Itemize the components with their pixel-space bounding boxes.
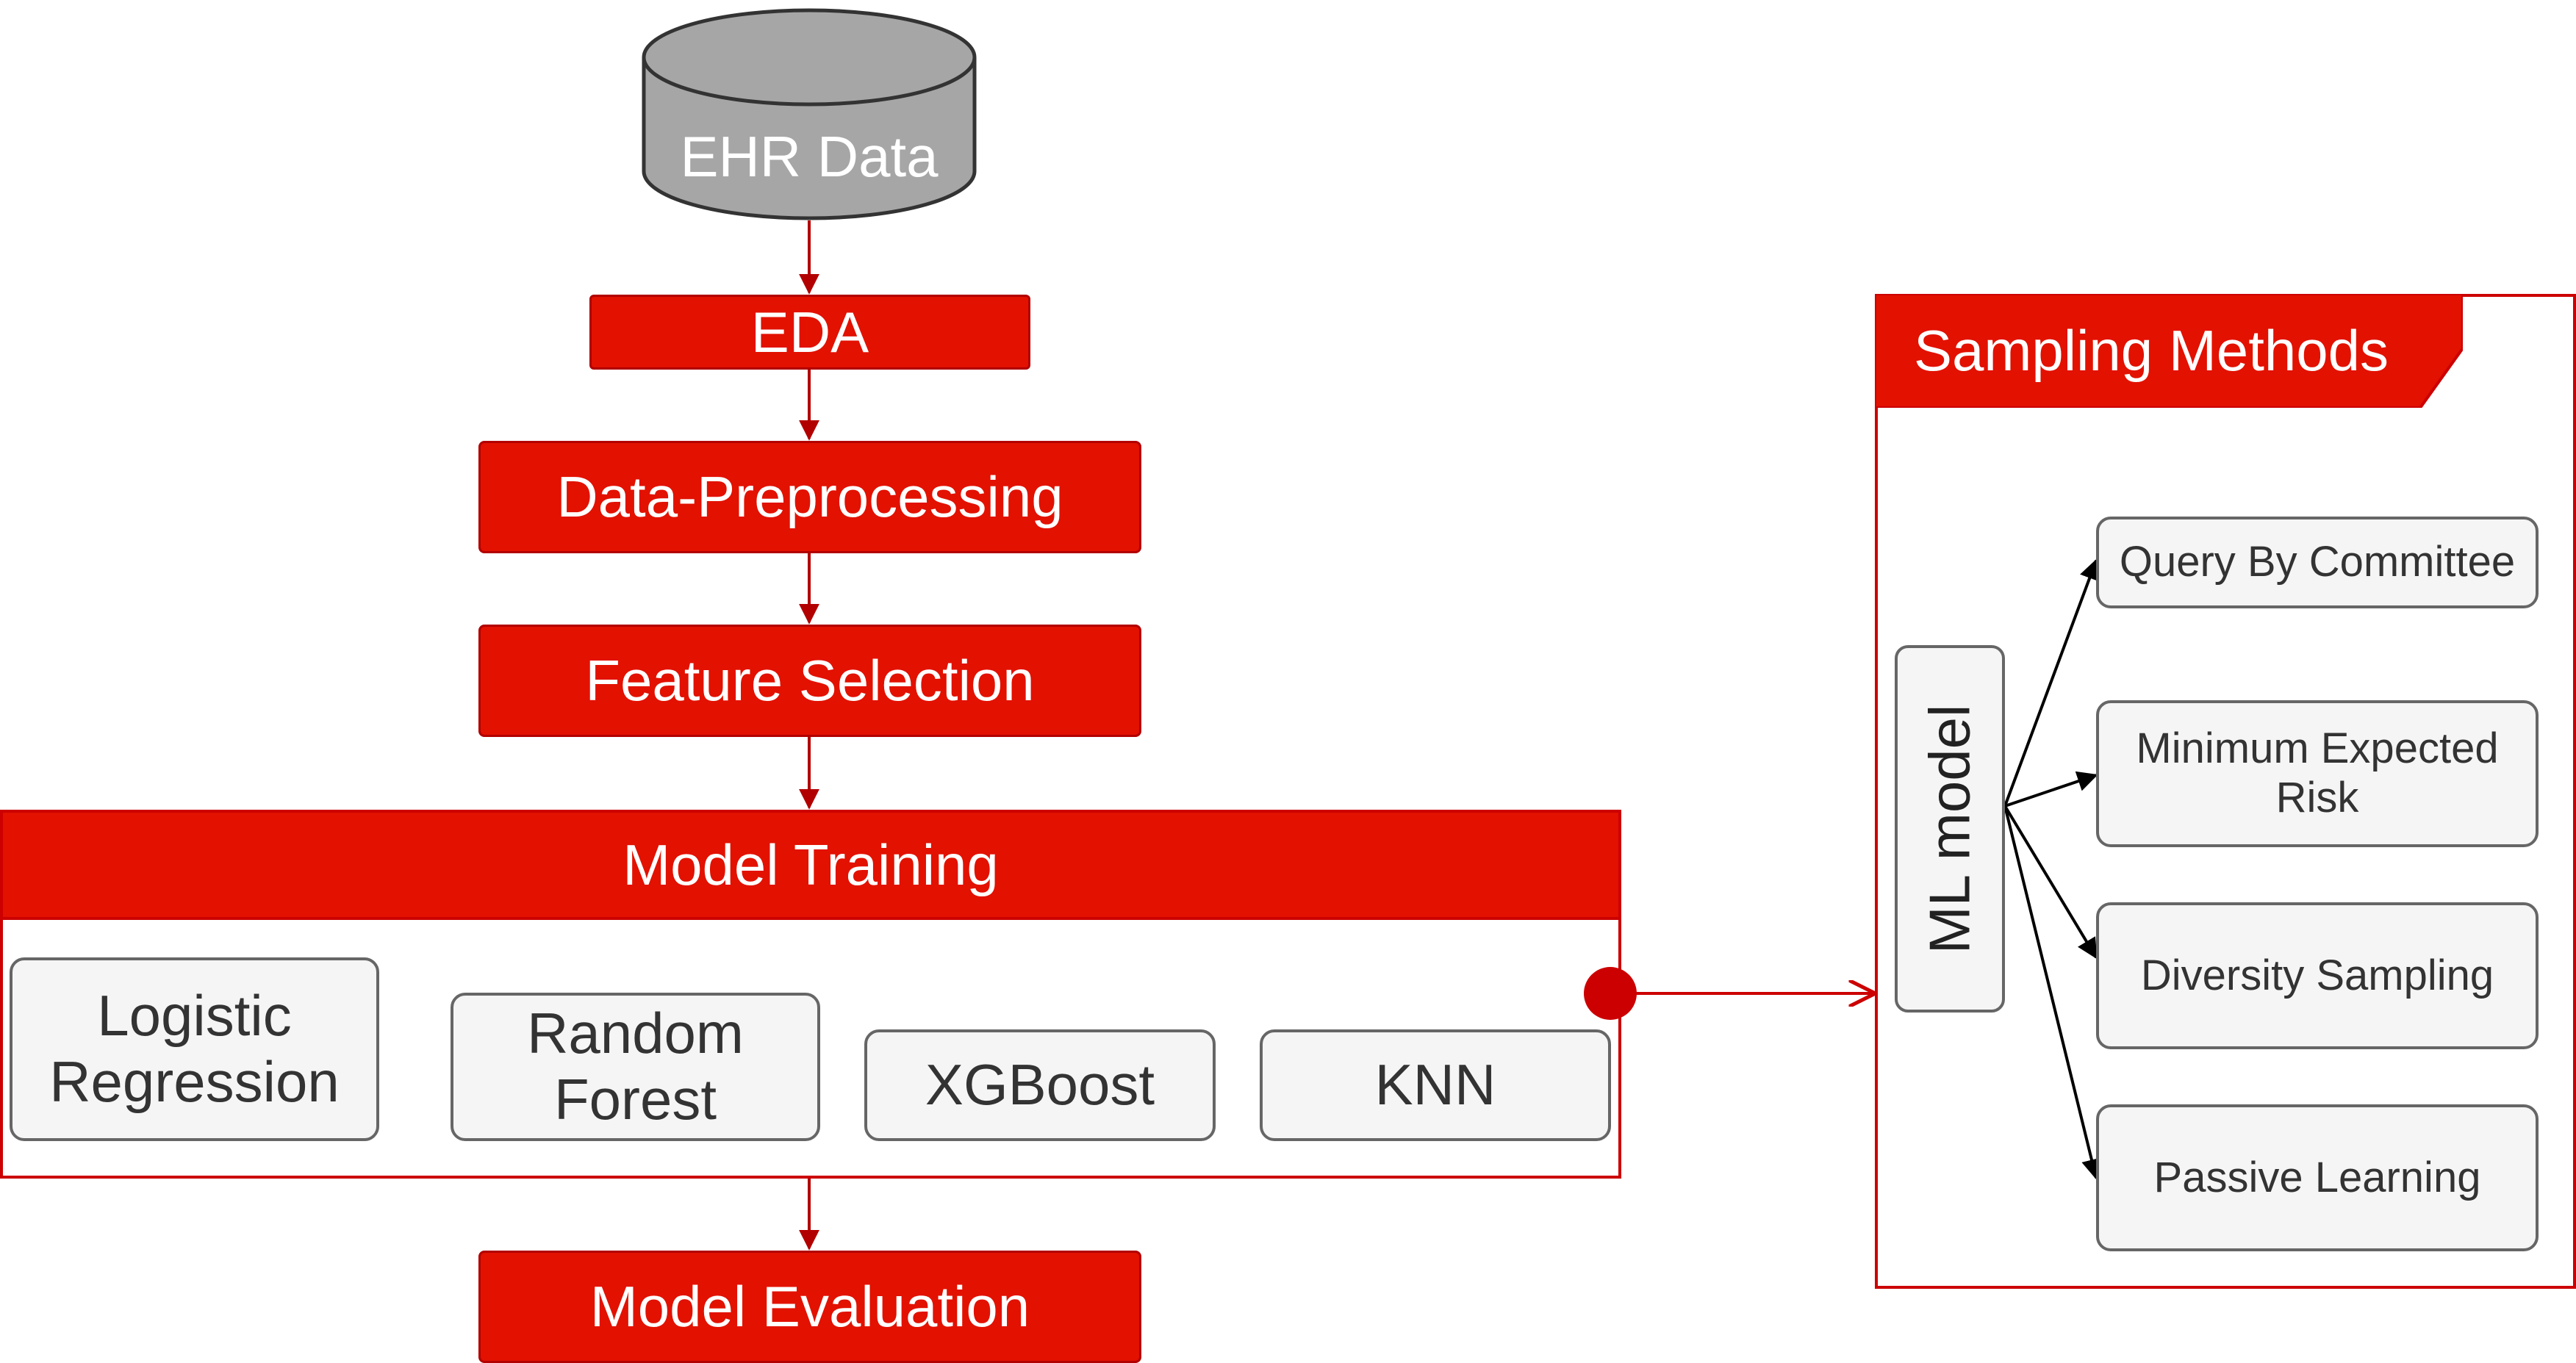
model-training-header: Model Training bbox=[0, 810, 1621, 920]
arrow-ml-to-diversity bbox=[2003, 805, 2098, 960]
method-diversity-sampling: Diversity Sampling bbox=[2096, 902, 2539, 1049]
model-logistic-regression: Logistic Regression bbox=[10, 957, 379, 1141]
model-knn: KNN bbox=[1260, 1029, 1611, 1141]
model-xgboost: XGBoost bbox=[864, 1029, 1216, 1141]
sampling-methods-title: Sampling Methods bbox=[1913, 318, 2389, 383]
feature-selection-label: Feature Selection bbox=[585, 648, 1035, 713]
model-label: XGBoost bbox=[925, 1052, 1155, 1118]
evaluation-step: Model Evaluation bbox=[478, 1251, 1141, 1363]
method-minimum-expected-risk: Minimum Expected Risk bbox=[2096, 700, 2539, 847]
method-query-by-committee: Query By Committee bbox=[2096, 517, 2539, 608]
arrow-ml-to-passive bbox=[2003, 805, 2102, 1180]
evaluation-label: Model Evaluation bbox=[589, 1274, 1030, 1339]
eda-label: EDA bbox=[750, 299, 869, 364]
sampling-methods-tab bbox=[1875, 294, 2463, 408]
model-label: Random Forest bbox=[527, 1001, 744, 1132]
arrow-ml-to-qbc bbox=[2003, 558, 2100, 807]
preprocessing-step: Data-Preprocessing bbox=[478, 441, 1141, 553]
method-label: Diversity Sampling bbox=[2140, 951, 2494, 999]
method-label: Passive Learning bbox=[2153, 1153, 2481, 1201]
model-label: KNN bbox=[1374, 1052, 1496, 1118]
arrow-ml-to-mer bbox=[2004, 771, 2098, 808]
method-label: Minimum Expected Risk bbox=[2136, 724, 2499, 821]
model-label: Logistic Regression bbox=[49, 983, 340, 1114]
feature-selection-step: Feature Selection bbox=[478, 625, 1141, 737]
connector-dot bbox=[1584, 967, 1637, 1020]
eda-step: EDA bbox=[589, 295, 1030, 370]
ml-model-node: ML model bbox=[1895, 645, 2005, 1013]
model-random-forest: Random Forest bbox=[451, 993, 820, 1141]
preprocessing-label: Data-Preprocessing bbox=[556, 464, 1063, 529]
ehr-data-node: EHR Data bbox=[641, 6, 977, 223]
ehr-data-label: EHR Data bbox=[680, 124, 939, 189]
ml-model-label: ML model bbox=[1917, 704, 1982, 954]
database-icon bbox=[642, 8, 977, 220]
method-label: Query By Committee bbox=[2119, 538, 2516, 586]
model-training-title: Model Training bbox=[623, 832, 999, 897]
method-passive-learning: Passive Learning bbox=[2096, 1104, 2539, 1251]
